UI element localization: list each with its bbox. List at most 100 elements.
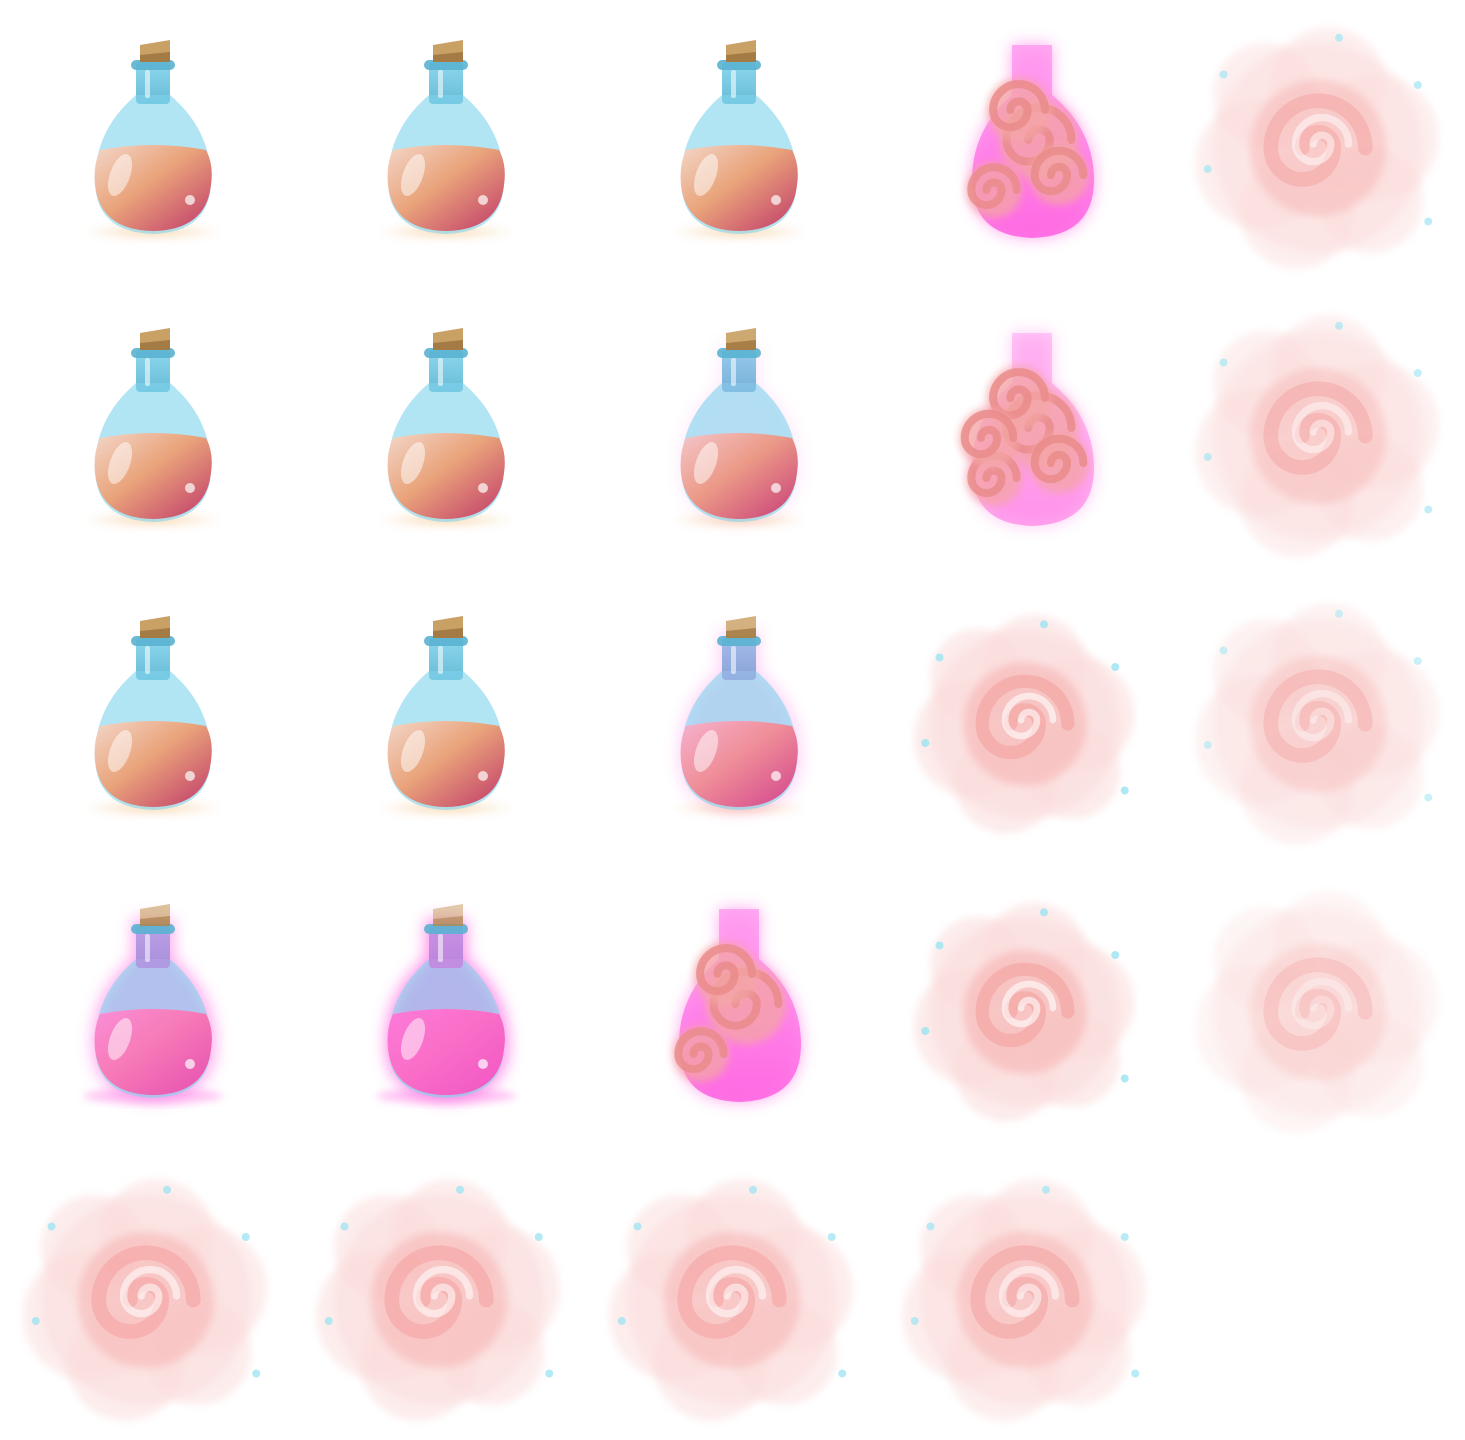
sparkle-dot	[838, 1369, 847, 1378]
sprite-frame-art	[376, 40, 516, 240]
sprite-frame-art	[673, 909, 801, 1102]
sprite-frame-15	[1172, 576, 1465, 864]
sparkle-dot	[1120, 786, 1129, 795]
sprite-frame-2	[293, 0, 586, 288]
sprite-frame-art	[669, 328, 809, 528]
sparkle-dot	[163, 1185, 171, 1194]
sprite-frame-art	[1172, 1152, 1465, 1440]
sparkle-dot	[1424, 505, 1433, 514]
sparkle-dot	[921, 739, 930, 747]
sprite-frame-5	[1172, 0, 1465, 288]
sparkle-dot	[1040, 620, 1048, 629]
sprite-frame-art	[83, 40, 223, 240]
sparkle-dot	[324, 1317, 333, 1325]
sparkle-dot	[1111, 663, 1120, 671]
sprite-frame-art	[83, 328, 223, 528]
sprite-frame-11	[0, 576, 293, 864]
escaping-smoke	[966, 78, 1089, 218]
sprite-frame-art	[609, 1179, 853, 1421]
sprite-frame-art	[913, 614, 1135, 834]
sparkle-dot	[1111, 951, 1120, 959]
sprite-frame-art	[1195, 603, 1439, 845]
smoke-cloud	[1195, 891, 1439, 1133]
sparkle-dot	[47, 1222, 56, 1231]
sprite-frame-art	[376, 616, 516, 816]
sparkle-dot	[31, 1317, 40, 1325]
smoke-cloud	[1195, 315, 1439, 557]
potion-bottle	[376, 40, 516, 240]
sprite-frame-art	[83, 616, 223, 816]
sparkle-dot	[1120, 1074, 1129, 1083]
sparkle-dot	[749, 1185, 757, 1194]
sprite-frame-art	[1195, 315, 1439, 557]
escaping-smoke	[959, 366, 1089, 506]
sparkle-dot	[1219, 358, 1228, 367]
smoke-cloud	[913, 614, 1135, 834]
smoke-cloud	[316, 1179, 560, 1421]
sparkle-dot	[1203, 165, 1212, 173]
sprite-frame-3	[586, 0, 879, 288]
sparkle-dot	[1413, 657, 1422, 665]
sprite-frame-art	[669, 616, 809, 816]
sparkle-dot	[241, 1233, 250, 1241]
sparkle-dot	[921, 1027, 930, 1035]
sparkle-dot	[1413, 369, 1422, 377]
smoke-cloud	[23, 1179, 267, 1421]
sparkle-dot	[1413, 81, 1422, 89]
potion-bottle	[83, 328, 223, 528]
smoke-cloud	[913, 902, 1135, 1122]
sparkle-dot	[1203, 453, 1212, 461]
sparkle-dot	[1335, 609, 1343, 618]
sparkle-dot	[456, 1185, 464, 1194]
potion-bottle	[376, 616, 516, 816]
sparkle-dot	[340, 1222, 349, 1231]
sprite-frame-12	[293, 576, 586, 864]
escaping-smoke	[673, 942, 786, 1082]
sprite-frame-art	[83, 904, 223, 1104]
sprite-frame-art	[1195, 27, 1439, 269]
sparkle-dot	[827, 1233, 836, 1241]
sprite-frame-17	[293, 864, 586, 1152]
sparkle-dot	[633, 1222, 642, 1231]
sprite-frame-25	[1172, 1152, 1465, 1440]
sprite-frame-art	[966, 45, 1094, 238]
sprite-frame-18	[586, 864, 879, 1152]
potion-bottle	[83, 40, 223, 240]
sparkle-dot	[1040, 908, 1048, 917]
potion-bottle	[669, 616, 809, 816]
sparkle-dot	[617, 1317, 626, 1325]
sparkle-dot	[534, 1233, 543, 1241]
sparkle-dot	[1203, 741, 1212, 749]
sparkle-dot	[545, 1369, 554, 1378]
potion-bottle	[669, 328, 809, 528]
sprite-frame-10	[1172, 288, 1465, 576]
smoke-cloud	[1195, 603, 1439, 845]
sparkle-dot	[1335, 321, 1343, 330]
potion-bottle	[83, 904, 223, 1104]
sprite-frame-8	[586, 288, 879, 576]
sprite-frame-13	[586, 576, 879, 864]
sprite-frame-22	[293, 1152, 586, 1440]
smoke-cloud	[1195, 27, 1439, 269]
sparkle-dot	[935, 653, 944, 662]
sparkle-dot	[1424, 217, 1433, 226]
sprite-frame-14	[879, 576, 1172, 864]
sprite-frame-9	[879, 288, 1172, 576]
sparkle-dot	[935, 941, 944, 950]
sprite-frame-19	[879, 864, 1172, 1152]
sprite-frame-art	[902, 1179, 1146, 1421]
sprite-frame-20	[1172, 864, 1465, 1152]
potion-bottle	[83, 616, 223, 816]
sprite-frame-24	[879, 1152, 1172, 1440]
potion-bottle	[669, 40, 809, 240]
sprite-frame-art	[316, 1179, 560, 1421]
smoke-cloud	[902, 1179, 1146, 1421]
sparkle-dot	[1042, 1185, 1050, 1194]
sparkle-dot	[1219, 646, 1228, 655]
sprite-frame-4	[879, 0, 1172, 288]
sparkle-dot	[1131, 1369, 1140, 1378]
sparkle-dot	[1120, 1233, 1129, 1241]
sprite-frame-21	[0, 1152, 293, 1440]
sprite-frame-art	[913, 902, 1135, 1122]
